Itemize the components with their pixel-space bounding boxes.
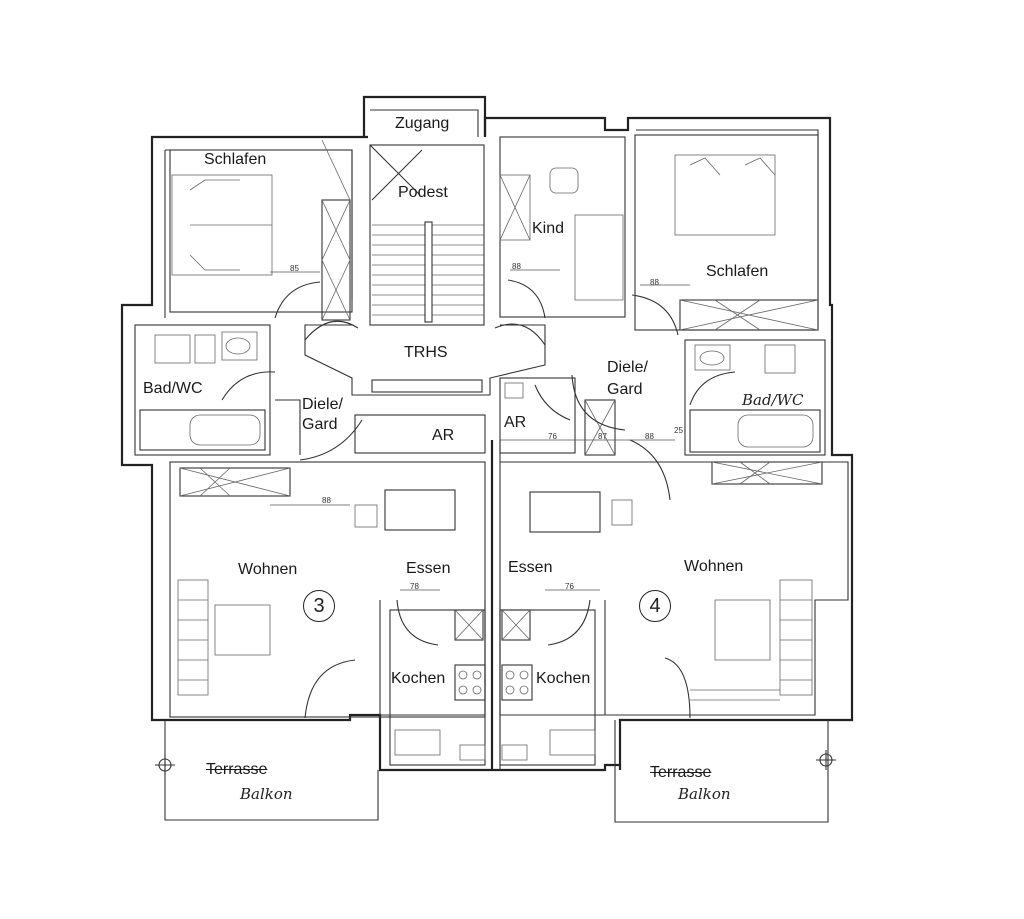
room-label-kind: Kind	[532, 220, 565, 237]
dimension-lines	[270, 269, 690, 591]
room-label-kochen-left: Kochen	[391, 670, 446, 687]
room-label-ar-right: AR	[504, 414, 527, 431]
room-label-wohnen-left: Wohnen	[238, 561, 298, 578]
stair-core	[304, 144, 546, 396]
room-label-balkon-right: Balkon	[678, 785, 731, 803]
outer-walls	[120, 95, 854, 772]
unit-number-4: 4	[639, 590, 671, 622]
room-label-essen-left: Essen	[406, 560, 451, 577]
left-apartment	[134, 139, 486, 821]
room-label-diele-right-2: Gard	[607, 381, 643, 398]
room-label-schlafen-left: Schlafen	[204, 151, 267, 168]
dim-text: 25	[674, 426, 683, 435]
room-label-essen-right: Essen	[508, 559, 553, 576]
dim-text: 88	[512, 262, 521, 271]
dim-text: 88	[322, 496, 331, 505]
room-label-terrasse-left: Terrasse	[206, 761, 268, 778]
room-label-bad-right: Bad/WC	[742, 391, 804, 409]
room-label-schlafen-right: Schlafen	[706, 263, 769, 280]
room-label-diele-left-1: Diele/	[302, 396, 343, 413]
dim-text: 87	[598, 432, 607, 441]
unit-number-3: 3	[303, 590, 335, 622]
room-label-bad-left: Bad/WC	[143, 380, 203, 397]
room-label-zugang: Zugang	[395, 115, 450, 132]
dim-text: 76	[548, 432, 557, 441]
right-apartment	[499, 134, 849, 823]
room-label-ar-left: AR	[432, 427, 455, 444]
room-label-diele-left-2: Gard	[302, 416, 338, 433]
room-label-terrasse-right: Terrasse	[650, 764, 712, 781]
room-label-trhs: TRHS	[404, 344, 448, 361]
dim-text: 88	[645, 432, 654, 441]
room-label-wohnen-right: Wohnen	[684, 558, 744, 575]
dim-text: 85	[290, 264, 299, 273]
dim-text: 88	[650, 278, 659, 287]
dim-text: 76	[565, 582, 574, 591]
dim-text: 78	[410, 582, 419, 591]
room-label-kochen-right: Kochen	[536, 670, 591, 687]
room-label-balkon-left: Balkon	[240, 785, 293, 803]
room-label-podest: Podest	[398, 184, 448, 201]
room-label-diele-right-1: Diele/	[607, 359, 648, 376]
